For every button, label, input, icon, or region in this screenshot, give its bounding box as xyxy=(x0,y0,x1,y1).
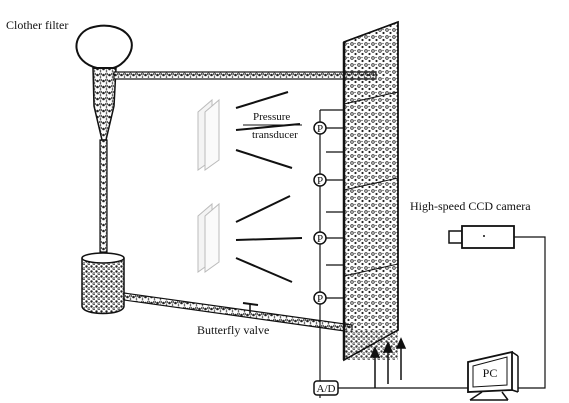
ad-converter: A/D xyxy=(313,380,339,396)
pressure-transducer-2: P xyxy=(313,173,327,187)
light-beams xyxy=(235,91,303,283)
pressure-transducer-1: P xyxy=(313,121,327,135)
svg-text:P: P xyxy=(317,293,323,305)
svg-text:PC: PC xyxy=(483,366,498,380)
riser-column xyxy=(343,20,399,362)
hopper xyxy=(81,258,125,315)
light-source-upper xyxy=(197,98,220,171)
standpipe xyxy=(99,139,108,253)
top-return-pipe xyxy=(113,71,377,80)
air-inflow-arrows xyxy=(369,337,407,388)
light-source-lower xyxy=(197,202,220,273)
svg-text:P: P xyxy=(317,233,323,245)
pressure-transducer-4: P xyxy=(313,291,327,305)
clother-filter-label: Clother filter xyxy=(6,18,68,32)
svg-text:P: P xyxy=(317,123,323,135)
clother-filter xyxy=(75,24,133,69)
pressure-transducer-label-line1: Pressure xyxy=(253,111,290,123)
butterfly-valve-label: Butterfly valve xyxy=(197,323,269,337)
pressure-transducer-3: P xyxy=(313,231,327,245)
svg-text:A/D: A/D xyxy=(317,383,336,395)
pressure-transducer-label-line2: transducer xyxy=(252,129,298,141)
pc-monitor: PC xyxy=(467,350,519,401)
camera-label: High-speed CCD camera xyxy=(410,199,531,213)
signal-wiring xyxy=(338,236,546,389)
svg-text:P: P xyxy=(317,175,323,187)
cyclone xyxy=(92,67,117,141)
high-speed-ccd-camera xyxy=(448,225,515,249)
